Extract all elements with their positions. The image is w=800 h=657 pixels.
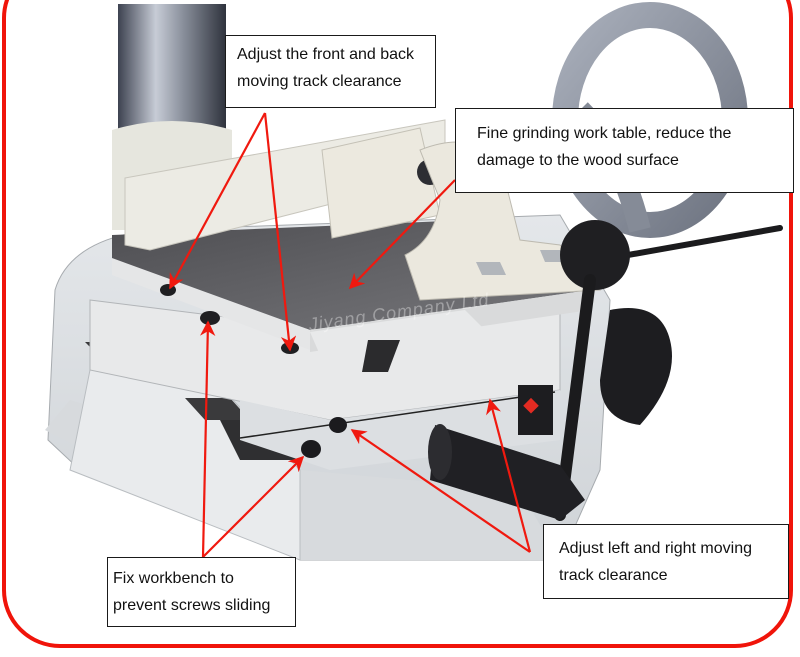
callout-left-right-clearance: Adjust left and right moving track clear… (543, 524, 789, 599)
red-rounded-frame (2, 0, 793, 648)
callout-front-back-clearance: Adjust the front and back moving track c… (225, 35, 436, 108)
callout-line: prevent screws sliding (113, 597, 271, 614)
callout-line: Adjust left and right moving (559, 540, 752, 557)
callout-arrows (169, 112, 532, 558)
callout-line: track clearance (559, 567, 668, 584)
callout-line: Fix workbench to (113, 570, 234, 587)
callout-fine-grinding-table: Fine grinding work table, reduce the dam… (455, 108, 794, 193)
callout-fix-workbench: Fix workbench to prevent screws sliding (107, 557, 296, 627)
clamp-lever (428, 220, 783, 521)
callout-line: Adjust the front and back (237, 46, 414, 63)
callout-line: Fine grinding work table, reduce the (477, 125, 732, 142)
callout-line: moving track clearance (237, 73, 402, 90)
callout-line: damage to the wood surface (477, 152, 679, 169)
